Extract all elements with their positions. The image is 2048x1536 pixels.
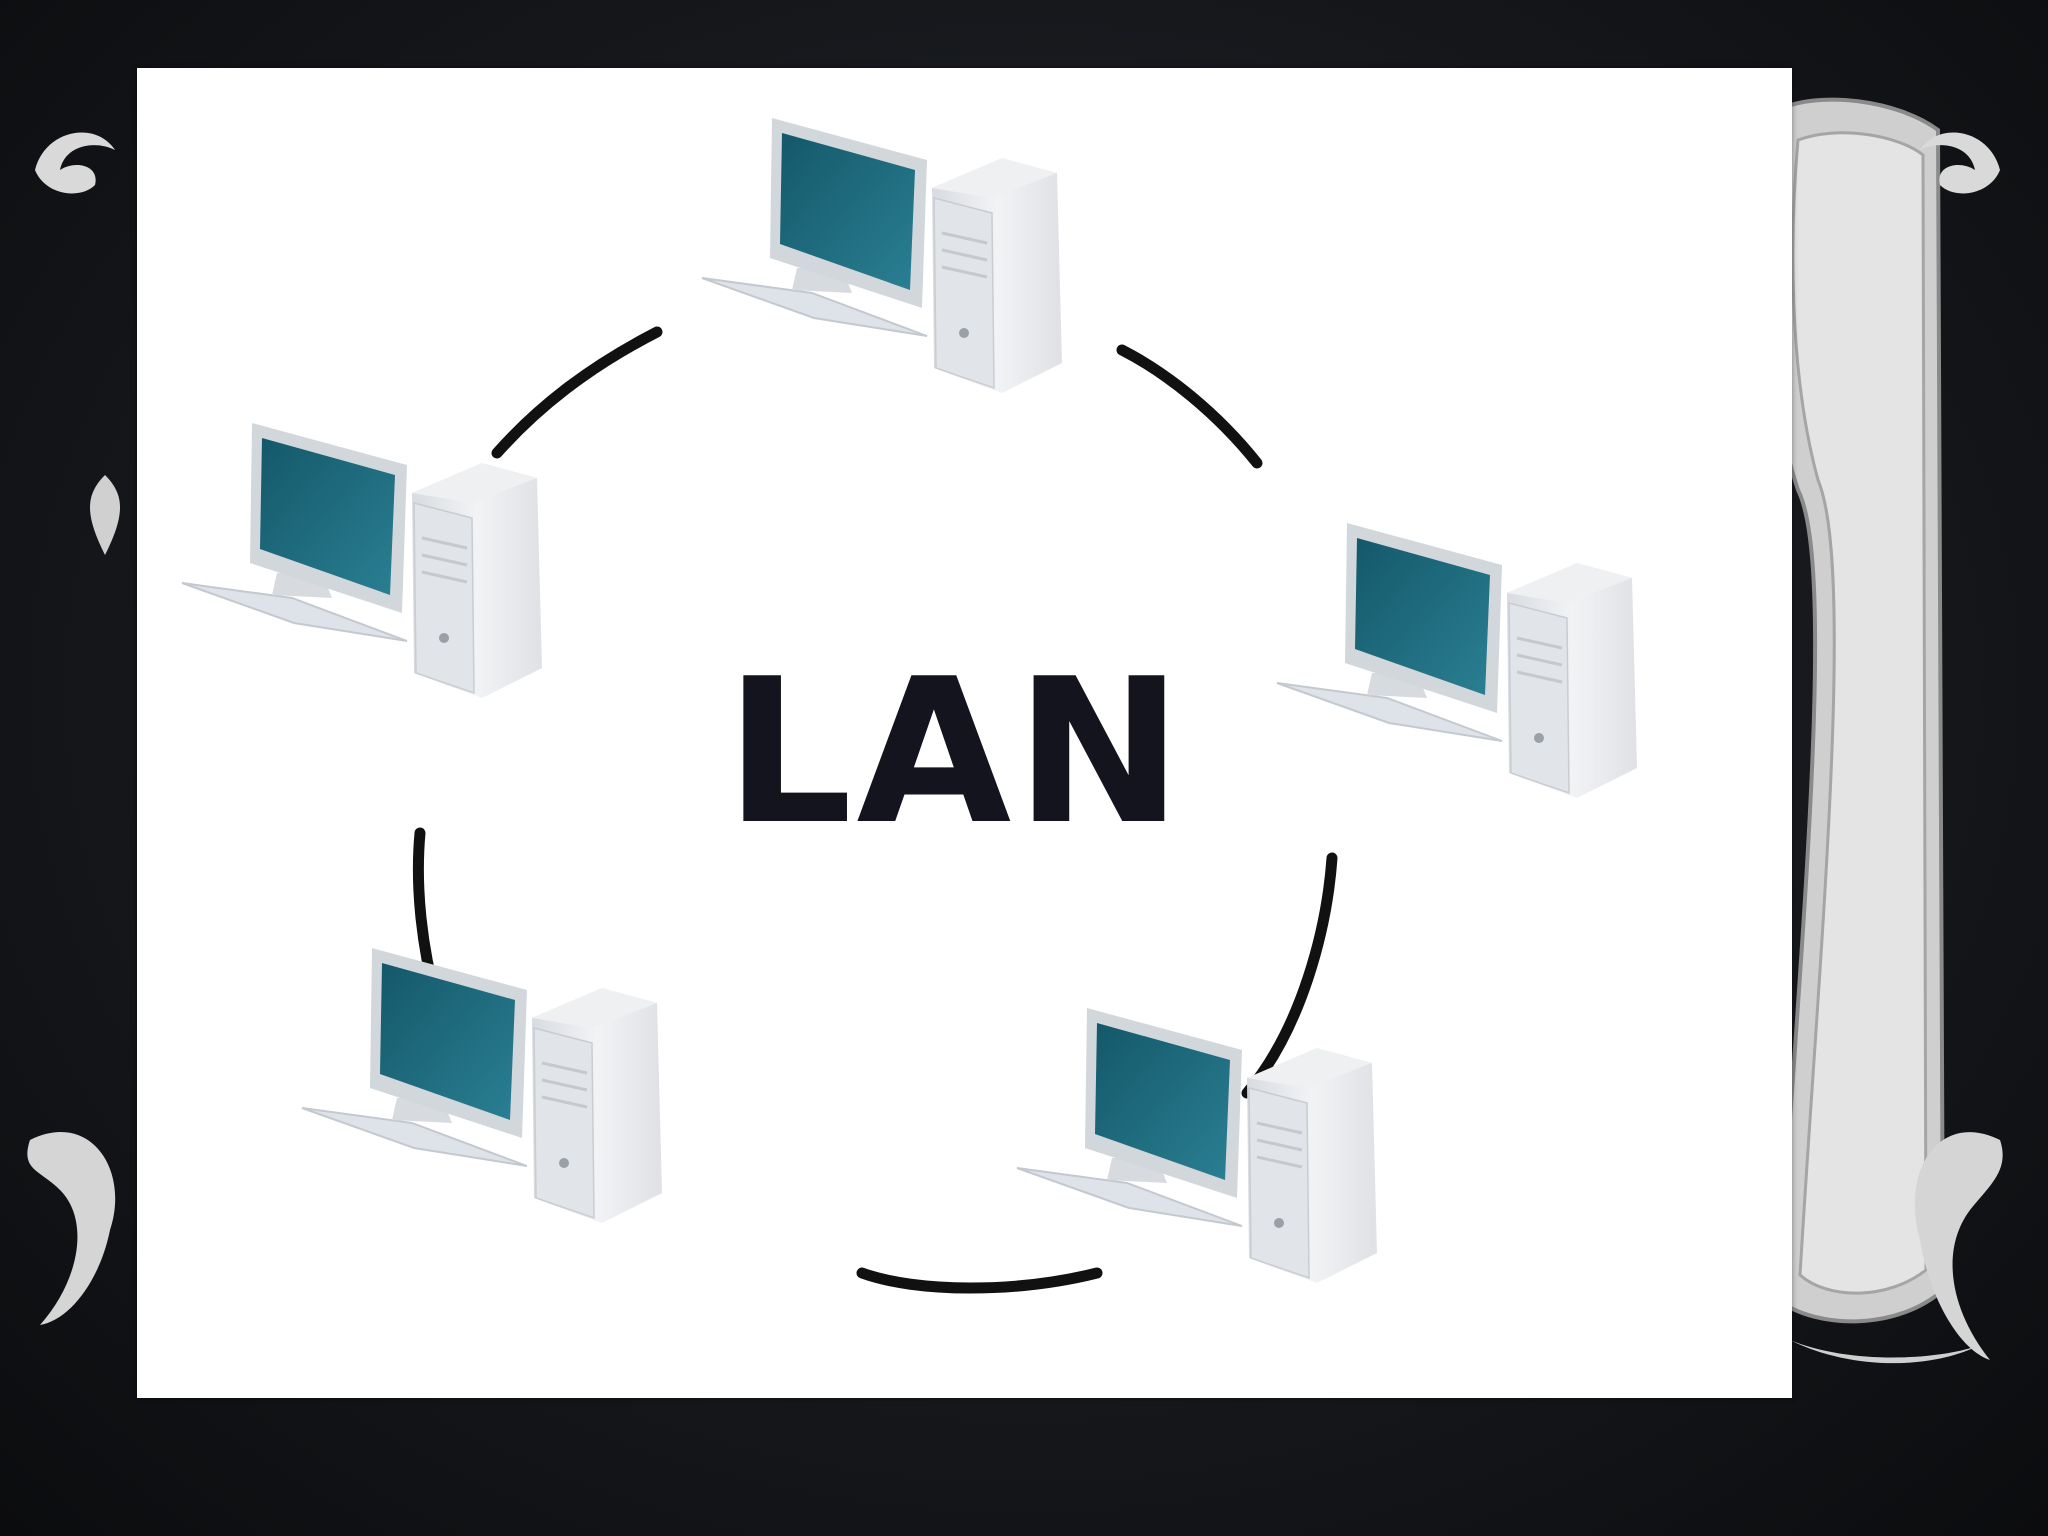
- computer-left-icon: [180, 421, 544, 700]
- computer-bottom-left-icon: [300, 946, 664, 1225]
- ring-segment-bottom: [856, 1267, 1103, 1294]
- computer-bottom-right-icon: [1015, 1006, 1379, 1285]
- lan-ring-diagram: [180, 116, 1639, 1294]
- computer-top-icon: [700, 116, 1064, 395]
- decorative-frame: [1767, 97, 1946, 1324]
- ornament-top-right-icon: [1920, 132, 2000, 194]
- ring-segment-right: [1241, 852, 1338, 1099]
- computer-right-icon: [1275, 521, 1639, 800]
- ornament-bottom-left-icon: [27, 1132, 116, 1325]
- lan-diagram-image: LAN: [137, 68, 1792, 1398]
- ornament-top-left-icon: [35, 132, 115, 194]
- ornament-left-middle-icon: [90, 475, 120, 555]
- lan-label: LAN: [725, 636, 1187, 869]
- ring-segment-top-right: [1116, 344, 1263, 469]
- ring-segment-top-left: [491, 326, 663, 459]
- ornament-bottom-right-icon: [1790, 1132, 2003, 1364]
